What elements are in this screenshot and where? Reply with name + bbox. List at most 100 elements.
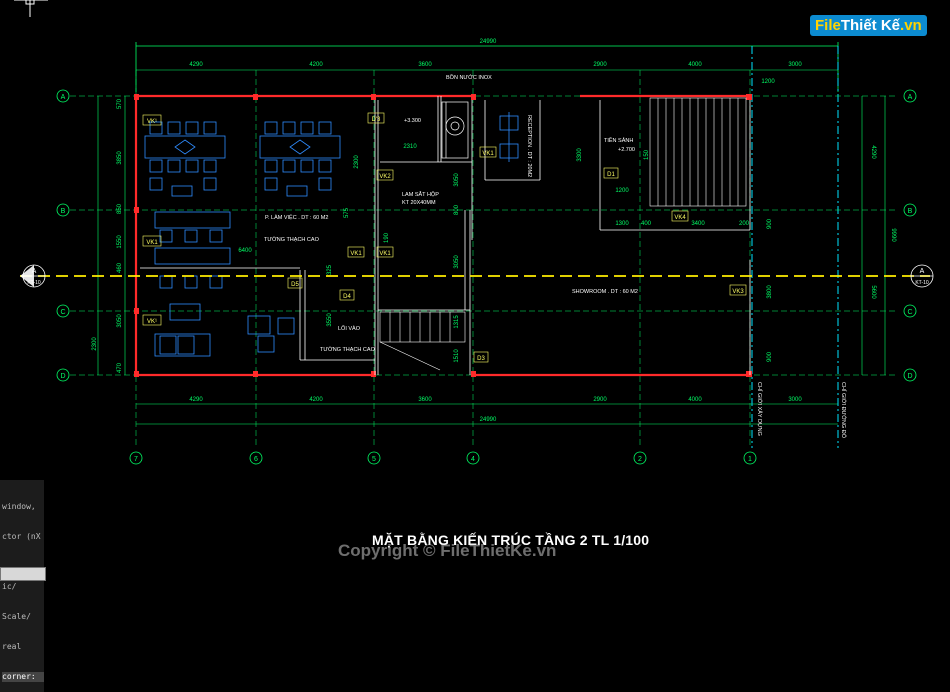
room-labels: P. LÀM VIỆC . DT : 60 M2 SHOWROOM . DT :… (264, 74, 847, 439)
inner-dim-20: 325 (327, 264, 333, 275)
left-dim-5: 460 (117, 262, 123, 273)
axis-b-left: B (61, 208, 66, 215)
row-axes-left (56, 89, 70, 382)
logo-suffix: .vn (900, 16, 922, 34)
gypsum-wall-label-2: TƯỜNG THẠCH CAO (320, 346, 376, 353)
entrance-label: LỐI VÀO (338, 325, 361, 332)
meeting-table-right (259, 121, 341, 197)
door-tag-3: D3 (477, 356, 485, 362)
command-input[interactable] (0, 567, 46, 581)
louver-size-label: KT 20X40MM (402, 200, 436, 206)
inner-dim-1: 2310 (403, 144, 417, 150)
axis-1: 1 (748, 456, 752, 463)
axis-2: 2 (638, 456, 642, 463)
section-sheet-right: KT-10 (915, 280, 929, 286)
bottom-overall-dim: 24990 (480, 417, 497, 423)
copyright-watermark: Copyright © FileThietKe.vn (338, 541, 557, 560)
window-tag-texts: VK¹ VK1 VK1 VK2 VK1 VK1 VK¹ VK3 VK4 (146, 119, 744, 325)
inner-dim-6: 3400 (691, 221, 705, 227)
water-tank-label: BỒN NƯỚC INOX (446, 74, 492, 81)
overall-dimension-text: 24990 (480, 39, 497, 45)
door-tags (287, 112, 619, 363)
top-dim-6: 3000 (788, 62, 802, 68)
overall-dimension (135, 42, 839, 92)
left-dim-7: 2300 (92, 337, 98, 351)
right-dim-1: 4290 (870, 145, 876, 159)
inner-dim-21: 575 (344, 207, 350, 218)
ucs-icon (14, 0, 48, 17)
inner-dim-5: 400 (641, 221, 652, 227)
inner-dimension-texts: 2310 6400 1200 1300 400 3400 200 3300 12… (238, 79, 775, 363)
left-dim-3: 850 (117, 203, 123, 214)
inner-dim-15: 1510 (454, 349, 460, 363)
top-dim-5: 4000 (688, 62, 702, 68)
column-axes (129, 451, 757, 465)
section-letter-left: A (32, 268, 37, 275)
row-axes-right (903, 89, 917, 382)
right-dim-2: 5600 (870, 285, 876, 299)
interior-walls (140, 96, 751, 375)
axis-7: 7 (134, 456, 138, 463)
meeting-table-left (144, 121, 226, 197)
inner-dim-12: 3800 (767, 285, 773, 299)
inner-dim-7: 200 (739, 221, 750, 227)
window-tag-2: VK1 (146, 240, 158, 246)
command-line-4: ic/ (2, 582, 17, 591)
work-desks (154, 211, 295, 357)
water-tank (441, 101, 469, 159)
top-dim-1: 4290 (189, 62, 203, 68)
window-tag-4: VK2 (379, 174, 391, 180)
window-tag-1: VK¹ (147, 119, 157, 125)
left-dim-1: 570 (117, 98, 123, 109)
right-dim-3: 9990 (890, 228, 896, 242)
door-tag-texts: D'3 D1 D3 D4 D5 (291, 117, 615, 362)
internal-stair (379, 311, 466, 371)
boundary-lines (751, 46, 839, 448)
entrance-stair (649, 97, 747, 207)
section-letter-right: A (920, 268, 925, 275)
room-lobby-label: TIỀN SẢNH (604, 137, 633, 144)
left-dim-4: 1550 (117, 235, 123, 249)
right-dimension-texts: 4290 5600 9990 (870, 145, 896, 299)
wall-columns (134, 94, 752, 377)
top-dim-2: 4200 (309, 62, 323, 68)
left-dim-2: 3850 (117, 151, 123, 165)
inner-dim-9: 3300 (577, 148, 583, 162)
left-dimension-lines (97, 96, 126, 375)
construction-limit-label: CHỈ GIỚI XÂY DỰNG (756, 382, 763, 436)
bottom-dim-1: 4290 (189, 397, 203, 403)
command-prompt: corner: (2, 672, 44, 682)
left-dim-8: 470 (117, 362, 123, 373)
inner-dim-19: 3550 (327, 313, 333, 327)
window-tag-9: VK4 (674, 215, 686, 221)
door-tag-5: D5 (291, 282, 299, 288)
window-tags (142, 114, 747, 326)
cad-drawing-canvas[interactable]: 24990 4290 4200 3600 2900 4000 3000 4290… (0, 0, 950, 580)
command-line-5: Scale/ (2, 612, 31, 621)
reception-label: RECEPTION . DT : 20M2 (526, 115, 532, 177)
logo-prefix: File (815, 16, 841, 34)
axis-d-left: D (60, 373, 65, 380)
inner-dim-24: 150 (644, 149, 650, 160)
bottom-dimension-texts: 4290 4200 3600 2900 4000 3000 24990 (189, 397, 802, 423)
inner-dim-18: 800 (454, 204, 460, 215)
window-tag-7: VK¹ (147, 319, 157, 325)
window-tag-6: VK1 (482, 151, 494, 157)
window-tag-8: VK3 (732, 289, 744, 295)
bottom-dim-5: 4000 (688, 397, 702, 403)
axis-c-left: C (60, 309, 65, 316)
command-history: window, ctor (nX ic/ Scale/ real corner: (0, 480, 44, 692)
bottom-dim-6: 3000 (788, 397, 802, 403)
section-marker-left (20, 264, 46, 288)
section-marker-texts: A KT-10 A KT-10 (27, 268, 929, 286)
inner-dim-16: 3050 (454, 173, 460, 187)
inner-dim-10: 1200 (615, 188, 629, 194)
reception-furniture (499, 112, 519, 162)
command-line-6: real (2, 642, 22, 651)
room-showroom-label: SHOWROOM . DT : 60 M2 (572, 289, 638, 295)
section-sheet-left: KT-10 (27, 280, 41, 286)
bottom-dim-4: 2900 (593, 397, 607, 403)
inner-dim-11: 900 (767, 218, 773, 229)
right-dimension-lines (861, 96, 886, 375)
level-marks: +3.300 +2.700 (404, 118, 635, 153)
